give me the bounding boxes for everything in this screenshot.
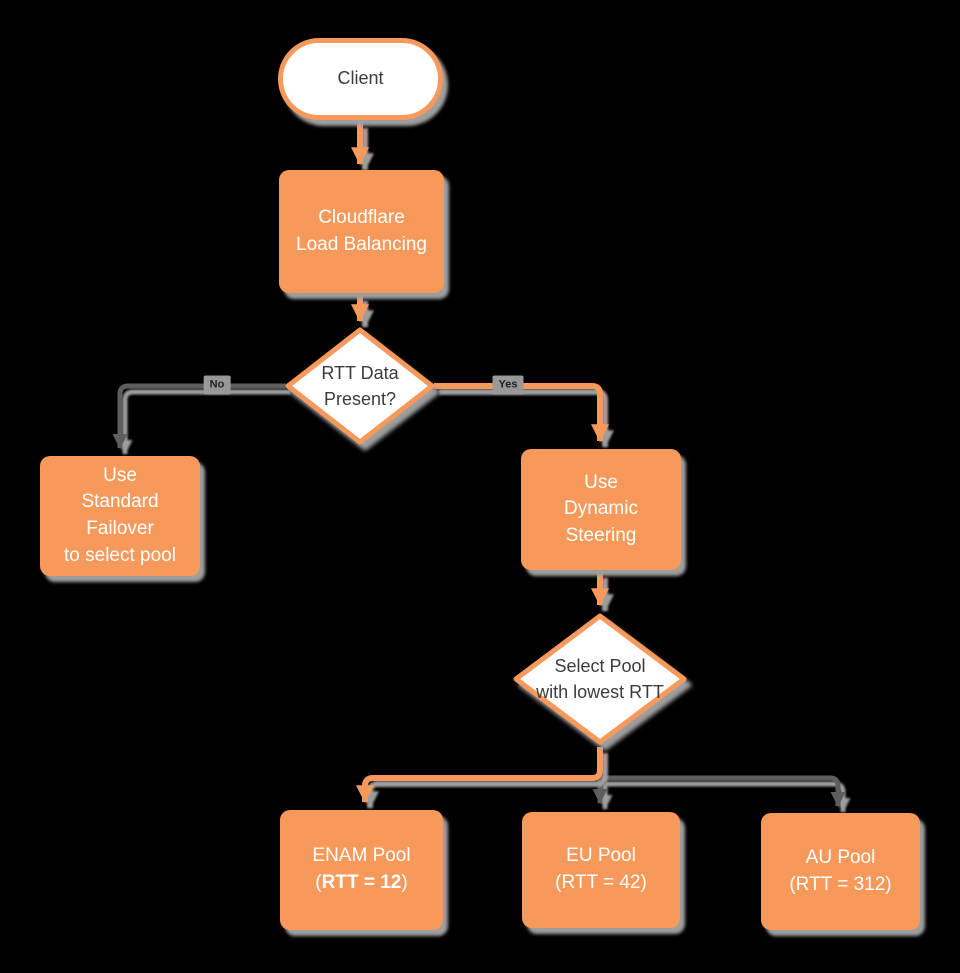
node-cloudflare-load-balancing: Cloudflare Load Balancing bbox=[279, 170, 444, 293]
node-client: Client bbox=[278, 38, 443, 120]
enam-pool-line1: ENAM Pool bbox=[312, 845, 411, 867]
edge-label-yes: Yes bbox=[492, 375, 524, 395]
pool-diamond-shape bbox=[513, 613, 687, 745]
load-balancing-line1: Cloudflare bbox=[318, 206, 405, 228]
node-eu-pool: EU Pool (RTT = 42) bbox=[522, 812, 680, 928]
dynamic-steering-line2: Dynamic Steering bbox=[564, 498, 638, 546]
pool-diamond-label: Select Pool with lowest RTT bbox=[512, 613, 688, 745]
edge-yes-to-dynamic-steering bbox=[434, 383, 609, 443]
edge-label-no: No bbox=[203, 375, 231, 395]
edge-no-to-standard-failover bbox=[112, 383, 286, 450]
eu-pool-label: EU Pool (RTT = 42) bbox=[555, 843, 647, 896]
dynamic-steering-line1: Use bbox=[584, 471, 618, 493]
enam-rtt-open-paren: ( bbox=[315, 872, 322, 893]
node-au-pool: AU Pool (RTT = 312) bbox=[761, 813, 920, 930]
enam-pool-line2: (RTT = 12) bbox=[312, 870, 410, 897]
dynamic-steering-label: Use Dynamic Steering bbox=[527, 470, 675, 550]
rtt-decision-line1: RTT Data bbox=[321, 362, 399, 383]
enam-rtt-value: RTT = 12 bbox=[321, 872, 402, 893]
enam-pool-label: ENAM Pool (RTT = 12) bbox=[312, 843, 410, 896]
node-enam-pool: ENAM Pool (RTT = 12) bbox=[280, 810, 443, 930]
eu-pool-line2: (RTT = 42) bbox=[555, 872, 647, 893]
decision-rtt-data-present: RTT Data Present? bbox=[284, 327, 436, 445]
enam-rtt-close-paren: ) bbox=[401, 872, 408, 893]
standard-failover-line2: Standard Failover bbox=[81, 491, 159, 539]
standard-failover-line1: Use bbox=[103, 464, 137, 486]
node-cloudflare-load-balancing-label: Cloudflare Load Balancing bbox=[296, 205, 427, 258]
au-pool-label: AU Pool (RTT = 312) bbox=[789, 845, 891, 898]
pool-decision-line2: with lowest RTT bbox=[536, 682, 664, 702]
node-use-dynamic-steering: Use Dynamic Steering bbox=[521, 449, 681, 570]
load-balancing-line2: Load Balancing bbox=[296, 233, 427, 255]
node-client-label: Client bbox=[337, 68, 384, 89]
edge-pool-decision-to-enam bbox=[356, 747, 603, 804]
au-pool-line2: (RTT = 312) bbox=[789, 873, 892, 895]
edge-pool-decision-to-au bbox=[600, 775, 846, 808]
rtt-diamond-shape bbox=[285, 327, 435, 445]
pool-decision-line1: Select Pool bbox=[554, 655, 646, 676]
standard-failover-label: Use Standard Failover to select pool bbox=[46, 463, 194, 569]
rtt-decision-line2: Present? bbox=[323, 389, 397, 409]
standard-failover-line3: to select pool bbox=[64, 544, 176, 566]
au-pool-line1: AU Pool bbox=[805, 846, 876, 868]
rtt-diamond-label: RTT Data Present? bbox=[284, 327, 436, 445]
node-use-standard-failover: Use Standard Failover to select pool bbox=[40, 456, 200, 576]
decision-select-pool-lowest-rtt: Select Pool with lowest RTT bbox=[512, 613, 688, 745]
eu-pool-line1: EU Pool bbox=[566, 845, 636, 867]
